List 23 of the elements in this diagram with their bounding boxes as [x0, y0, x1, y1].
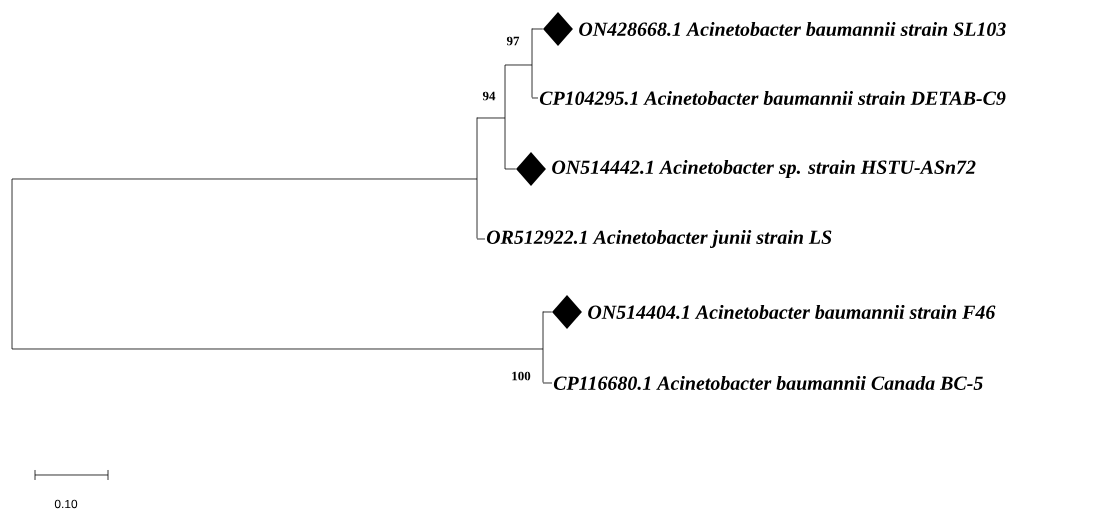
taxon-label: ON428668.1 Acinetobacter baumannii strain SL103: [579, 21, 1006, 37]
tree-branch: [476, 238, 486, 240]
taxon-label: ON514442.1 Acinetobacter sp. strain HSTU-ASn72: [552, 159, 976, 178]
tree-branch: [531, 28, 544, 30]
taxon-label: ON514404.1 Acinetobacter baumannii strain F46: [588, 304, 996, 320]
diamond-marker: [552, 295, 582, 329]
diamond-marker: [543, 12, 573, 46]
tree-branch: [504, 64, 533, 66]
taxon-label: CP116680.1 Acinetobacter baumannii Canada BC-5: [553, 375, 983, 391]
tree-branch: [531, 97, 539, 99]
tree-branch: [542, 311, 553, 313]
tree-branch: [504, 168, 517, 170]
tree-branch: [11, 178, 478, 180]
bootstrap-value: 97: [506, 36, 520, 46]
tree-branch: [476, 117, 506, 119]
diamond-marker: [516, 152, 546, 186]
scale-value: 0.10: [54, 499, 78, 509]
tree-branch: [542, 382, 553, 384]
taxon-label: OR512922.1 Acinetobacter junii strain LS: [486, 229, 832, 248]
bootstrap-value: 100: [512, 371, 531, 381]
taxon-label: CP104295.1 Acinetobacter baumannii strain DETAB-C9: [539, 90, 1006, 106]
bootstrap-value: 94: [482, 91, 496, 101]
tree-branch: [11, 348, 544, 350]
